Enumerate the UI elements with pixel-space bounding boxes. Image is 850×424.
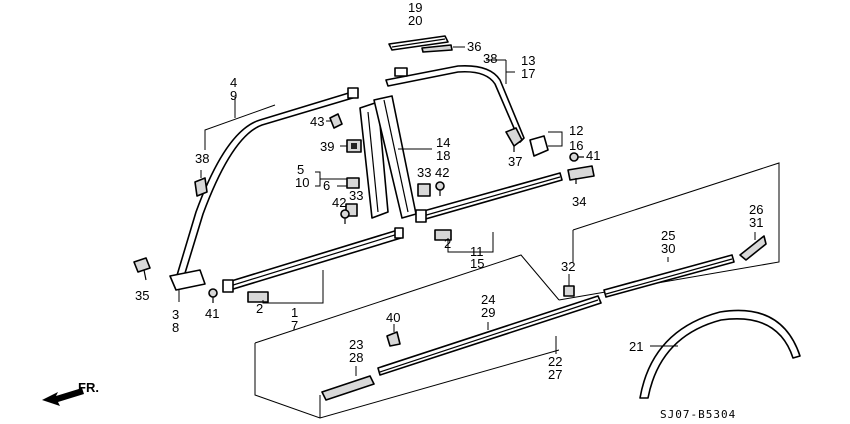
frame-lines — [254, 162, 780, 419]
callout-38-top: 38 — [483, 51, 497, 66]
callout-35: 35 — [135, 288, 149, 303]
callout-32: 32 — [561, 259, 575, 274]
callout-21: 21 — [629, 339, 643, 354]
callout-5: 5 — [297, 162, 304, 177]
callout-30: 30 — [661, 241, 675, 256]
callout-23: 23 — [349, 337, 363, 352]
part-center-pillar-garnish[interactable] — [359, 95, 417, 219]
part-clip-40[interactable] — [386, 331, 401, 347]
part-roof-molding[interactable] — [385, 64, 525, 143]
callout-16: 16 — [569, 138, 583, 153]
part-screw-41-right[interactable] — [569, 152, 584, 162]
part-front-belt-molding[interactable] — [222, 227, 404, 293]
callout-13: 13 — [521, 53, 535, 68]
part-clip-6[interactable] — [346, 177, 360, 189]
callout-39: 39 — [320, 139, 334, 154]
callout-14: 14 — [436, 135, 450, 150]
callout-36: 36 — [467, 39, 481, 54]
part-rear-belt-molding[interactable] — [415, 172, 563, 223]
part-clip-39[interactable] — [346, 139, 362, 153]
callout-25: 25 — [661, 228, 675, 243]
callout-9: 9 — [230, 88, 237, 103]
callout-38-left: 38 — [195, 151, 209, 166]
callout-20: 20 — [408, 13, 422, 28]
callout-19: 19 — [408, 0, 422, 15]
part-pillar-molding[interactable] — [169, 87, 359, 291]
part-clip-32[interactable] — [563, 285, 575, 297]
callout-22: 22 — [548, 354, 562, 369]
callout-15: 15 — [470, 256, 484, 271]
callout-12: 12 — [569, 123, 583, 138]
part-clip-37[interactable] — [505, 127, 523, 152]
part-rear-door-molding[interactable] — [603, 254, 735, 298]
part-screw-41-left[interactable] — [208, 288, 218, 303]
callout-26: 26 — [749, 202, 763, 217]
part-clip-2-left[interactable] — [247, 291, 269, 303]
callout-7: 7 — [291, 318, 298, 333]
part-screw-42-center[interactable] — [435, 181, 445, 196]
callout-8: 8 — [172, 320, 179, 335]
part-roof-end-cap[interactable] — [388, 35, 449, 51]
part-screw-42-left[interactable] — [340, 209, 350, 224]
front-direction-arrow: FR. — [42, 380, 99, 406]
part-rear-end-molding[interactable] — [739, 235, 767, 261]
callout-18: 18 — [436, 148, 450, 163]
part-wheel-arch-molding[interactable] — [639, 309, 801, 399]
callout-42-center: 42 — [435, 165, 449, 180]
callout-11: 11 — [470, 244, 484, 259]
callout-29: 29 — [481, 305, 495, 320]
direction-label: FR. — [78, 380, 99, 395]
callout-27: 27 — [548, 367, 562, 382]
callout-6: 6 — [323, 178, 330, 193]
callout-41-left: 41 — [205, 306, 219, 321]
callout-2-left: 2 — [256, 301, 263, 316]
callout-10: 10 — [295, 175, 309, 190]
diagram-code: SJ07-B5304 — [660, 408, 736, 421]
part-front-door-lower-molding[interactable] — [377, 295, 602, 376]
callout-4: 4 — [230, 75, 237, 90]
callout-34: 34 — [572, 194, 586, 209]
callout-31: 31 — [749, 215, 763, 230]
callout-17: 17 — [521, 66, 535, 81]
callout-40: 40 — [386, 310, 400, 325]
part-clip-38[interactable] — [194, 177, 208, 197]
callout-28: 28 — [349, 350, 363, 365]
callout-1: 1 — [291, 305, 298, 320]
part-corner-piece[interactable] — [529, 135, 549, 157]
callout-37: 37 — [508, 154, 522, 169]
callout-3: 3 — [172, 307, 179, 322]
callout-33-left: 33 — [349, 188, 363, 203]
part-front-fender-molding[interactable] — [321, 375, 375, 401]
part-clip-36[interactable] — [421, 44, 453, 53]
callout-24: 24 — [481, 292, 495, 307]
part-clip-43[interactable] — [329, 113, 343, 129]
part-clip-2-center[interactable] — [434, 229, 452, 241]
callout-43: 43 — [310, 114, 324, 129]
callout-33-center: 33 — [417, 165, 431, 180]
part-screw-35[interactable] — [133, 257, 151, 281]
callout-42-left: 42 — [332, 195, 346, 210]
part-clip-33-center[interactable] — [417, 183, 431, 197]
callout-41-right: 41 — [586, 148, 600, 163]
part-clip-34[interactable] — [567, 165, 595, 184]
